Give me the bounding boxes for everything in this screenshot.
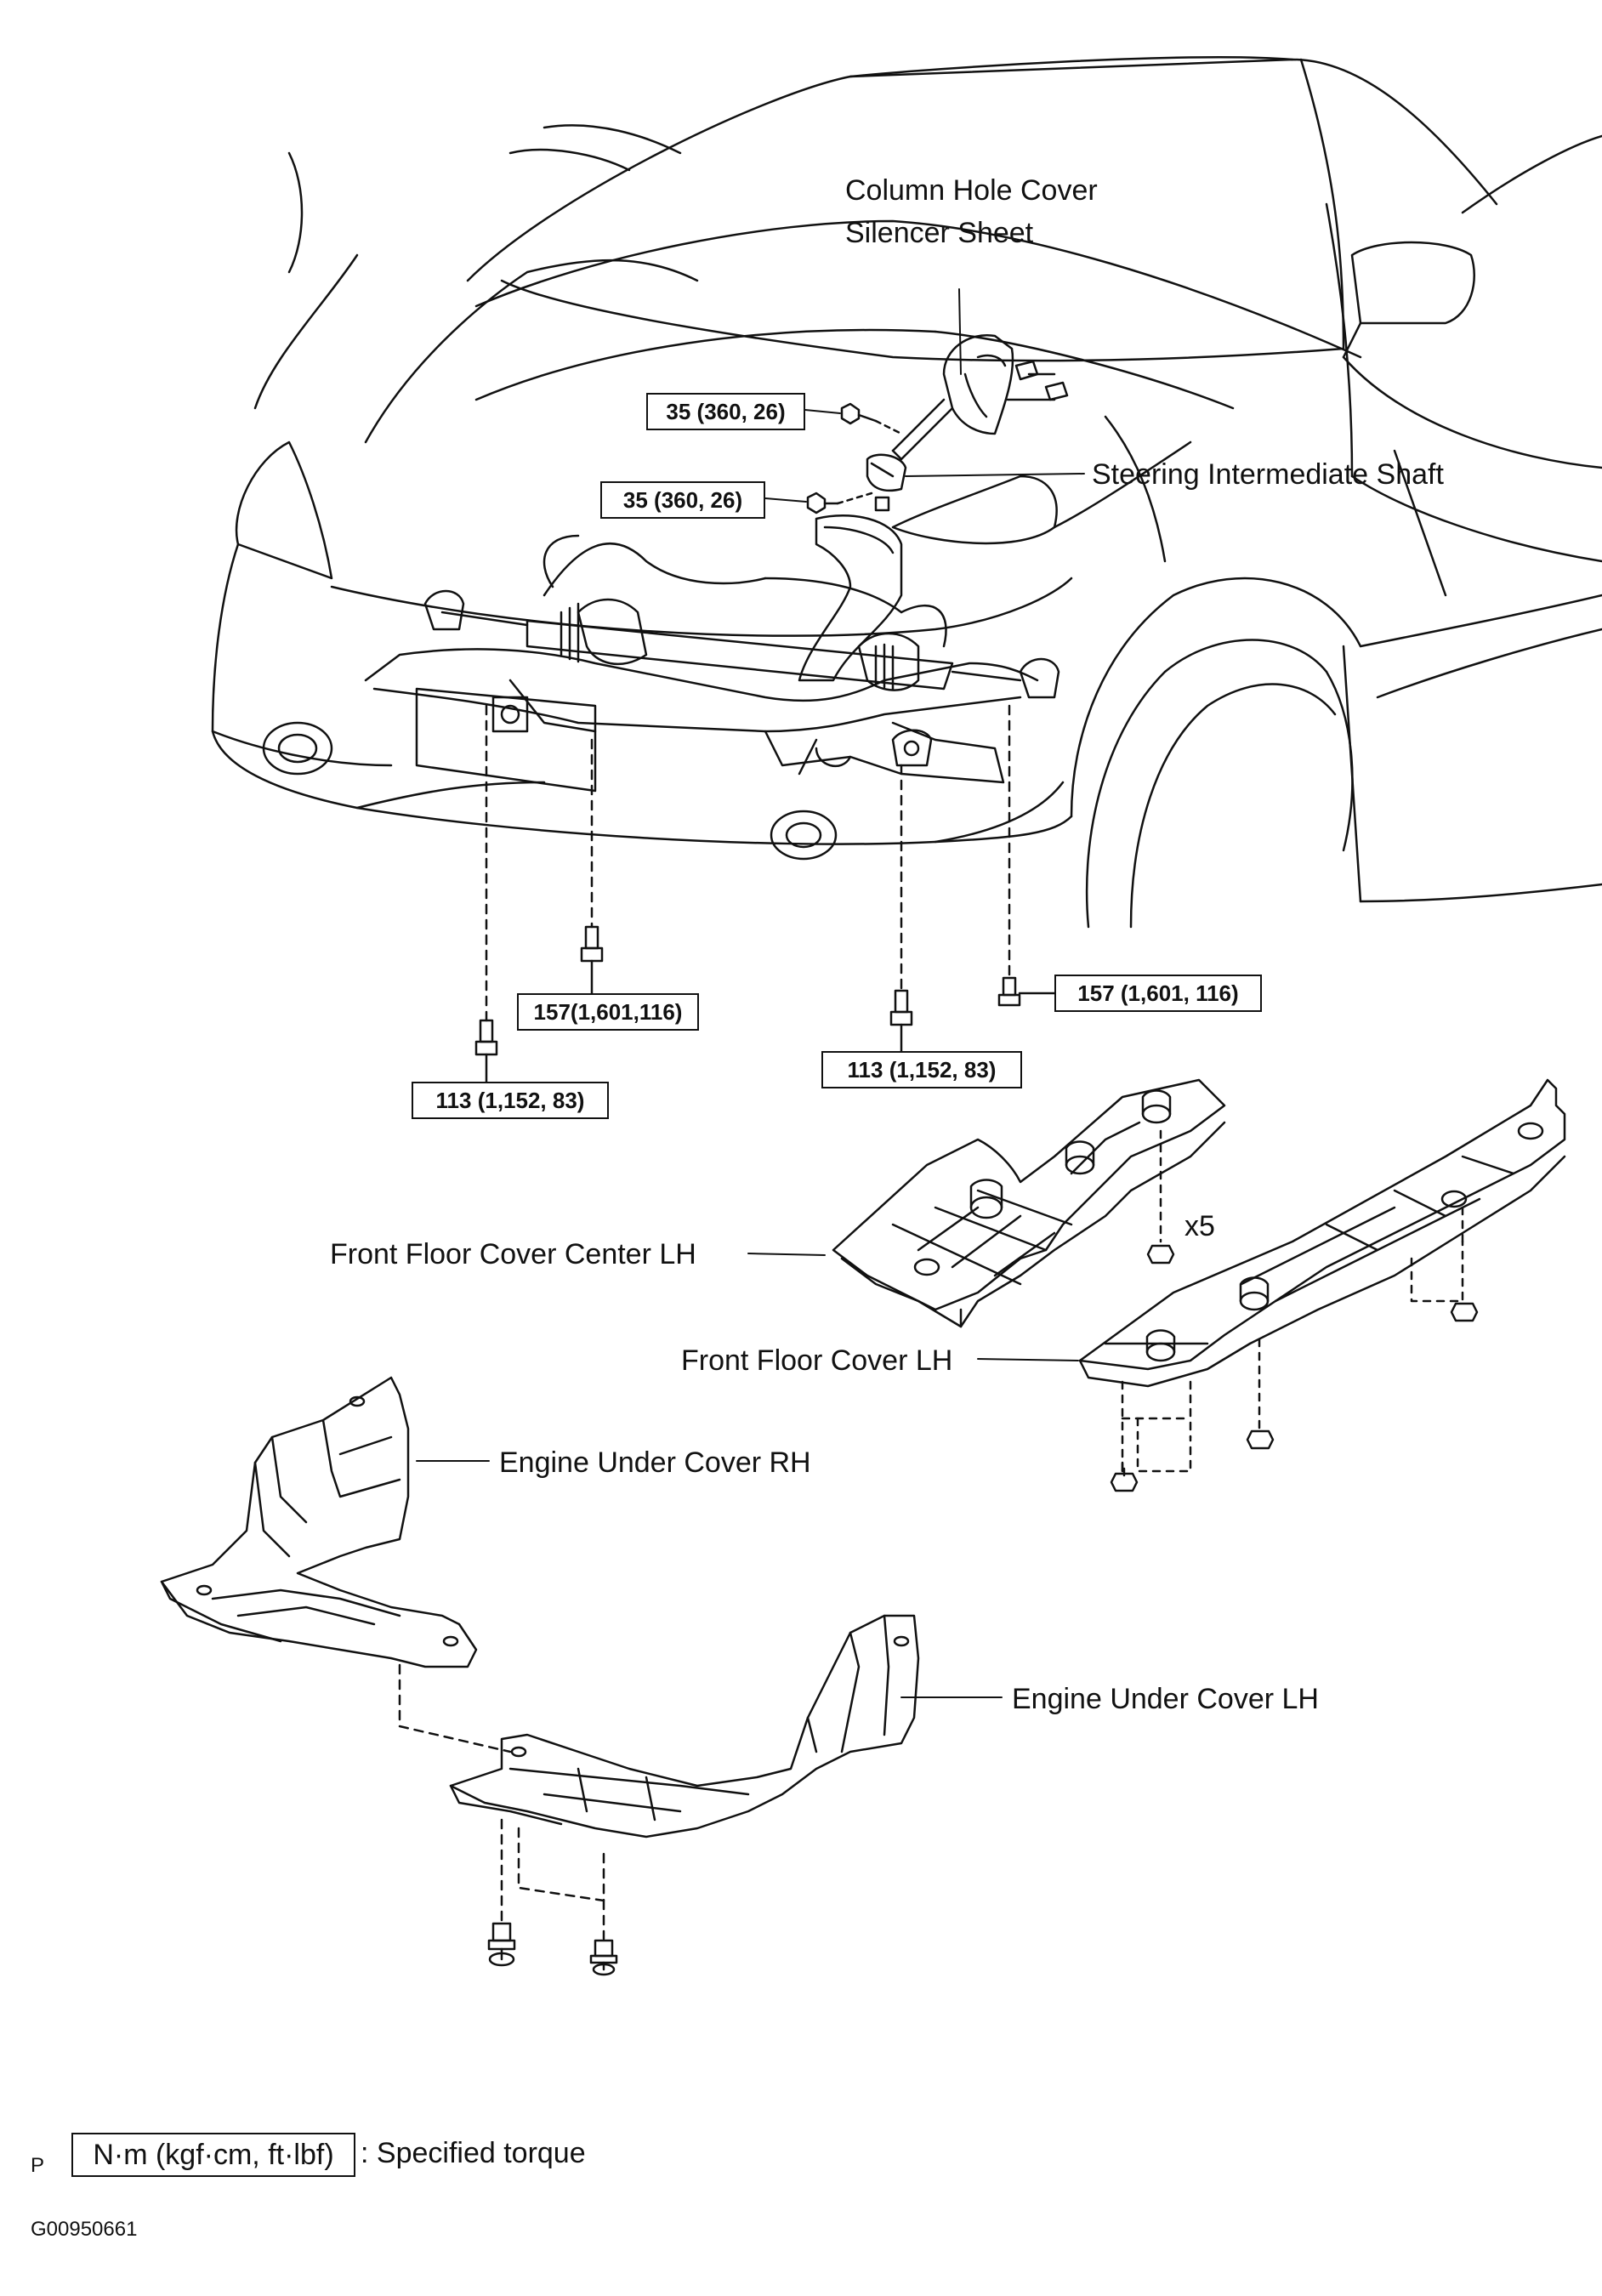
- engine-under-cover-lh: [449, 1614, 920, 1976]
- label-silencer-sheet: Silencer Sheet: [845, 217, 1034, 249]
- label-engine-under-cover-rh: Engine Under Cover RH: [499, 1446, 811, 1479]
- torque-box-crossmember-right-rear: 157 (1,601, 116): [1054, 975, 1262, 1012]
- label-column-hole-cover: Column Hole Cover: [845, 174, 1098, 207]
- front-floor-cover-lh: [1078, 1078, 1566, 1492]
- clip-fasteners: [1006, 360, 1069, 401]
- engine-under-cover-rh: [160, 1376, 512, 1753]
- figure-id: G00950661: [31, 2218, 138, 2241]
- torque-box-crossmember-left-front: 113 (1,152, 83): [412, 1082, 609, 1119]
- legend-description: : Specified torque: [361, 2137, 586, 2169]
- shaft-bolts: [806, 402, 903, 514]
- label-engine-under-cover-lh: Engine Under Cover LH: [1012, 1683, 1319, 1715]
- legend-prefix: P: [31, 2154, 45, 2177]
- torque-box-crossmember-right-front: 113 (1,152, 83): [821, 1051, 1022, 1088]
- vehicle-body: [211, 56, 1602, 929]
- label-steering-intermediate-shaft: Steering Intermediate Shaft: [1092, 458, 1444, 491]
- steering-gear-and-crossmember: [364, 514, 1060, 784]
- crossmember-bolts: [474, 704, 1056, 1083]
- label-front-floor-cover-lh: Front Floor Cover LH: [681, 1344, 953, 1377]
- steering-intermediate-shaft: [866, 398, 954, 512]
- leader-lines: [416, 288, 1085, 1698]
- front-floor-cover-center-lh: [832, 1078, 1226, 1328]
- label-x5: x5: [1184, 1210, 1215, 1242]
- torque-box-shaft-upper: 35 (360, 26): [646, 393, 805, 430]
- label-front-floor-cover-center-lh: Front Floor Cover Center LH: [330, 1238, 696, 1270]
- torque-box-shaft-lower: 35 (360, 26): [600, 481, 765, 519]
- legend-unit-box: N·m (kgf·cm, ft·lbf): [71, 2133, 355, 2177]
- torque-box-crossmember-left-rear: 157(1,601,116): [517, 993, 699, 1031]
- column-hole-cover: [942, 333, 1014, 435]
